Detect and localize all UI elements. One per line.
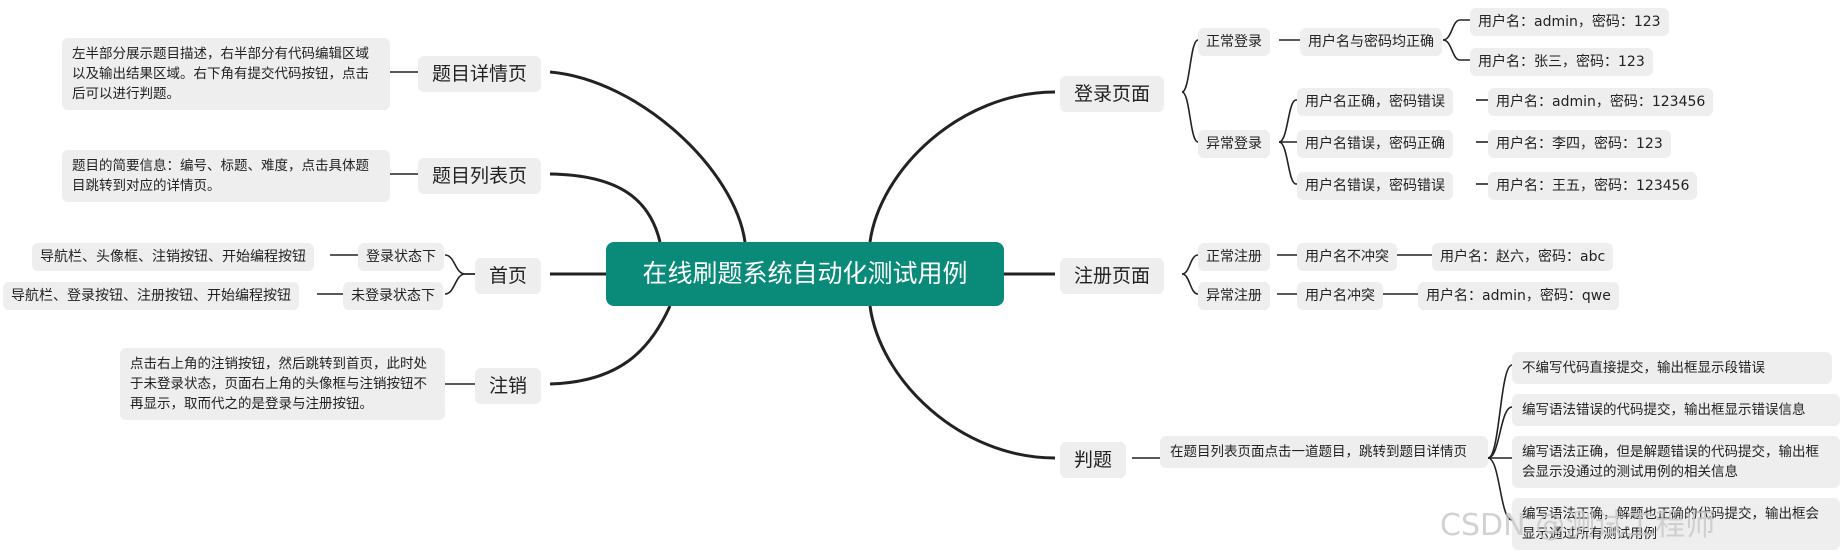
node-login-abnormal-case-3[interactable]: 用户名错误，密码错误 xyxy=(1297,172,1453,200)
root-node[interactable]: 在线刷题系统自动化测试用例 xyxy=(606,242,1004,306)
node-register-abnormal[interactable]: 异常注册 xyxy=(1198,282,1270,310)
node-list-page[interactable]: 题目列表页 xyxy=(418,158,542,194)
node-register-normal[interactable]: 正常注册 xyxy=(1198,243,1270,271)
edge-root-logout xyxy=(549,305,672,386)
node-judge-leaf-4: 编写语法正确，解题也正确的代码提交，输出框会显示通过所有测试用例 xyxy=(1512,498,1840,550)
node-register-abnormal-case[interactable]: 用户名冲突 xyxy=(1297,282,1383,310)
node-register-normal-case[interactable]: 用户名不冲突 xyxy=(1297,243,1397,271)
node-home-page[interactable]: 首页 xyxy=(475,258,542,294)
node-login-abnormal-case-2[interactable]: 用户名错误，密码正确 xyxy=(1297,130,1453,158)
node-list-desc: 题目的简要信息：编号、标题、难度，点击具体题目跳转到对应的详情页。 xyxy=(62,150,390,202)
node-judge-leaf-1: 不编写代码直接提交，输出框显示段错误 xyxy=(1512,352,1832,384)
node-login-normal-leaf-2: 用户名：张三，密码：123 xyxy=(1470,48,1653,76)
node-detail-desc: 左半部分展示题目描述，右半部分有代码编辑区域以及输出结果区域。右下角有提交代码按… xyxy=(62,38,390,110)
edge-root-judge xyxy=(868,305,1056,460)
node-login-normal[interactable]: 正常登录 xyxy=(1198,28,1270,56)
node-login-abnormal-leaf-2: 用户名：李四，密码：123 xyxy=(1488,130,1671,158)
node-home-logged-out-detail: 导航栏、登录按钮、注册按钮、开始编程按钮 xyxy=(3,282,299,310)
node-judge-leaf-2: 编写语法错误的代码提交，输出框显示错误信息 xyxy=(1512,394,1840,426)
node-register-normal-leaf: 用户名：赵六，密码：abc xyxy=(1432,243,1614,271)
node-home-logged-out[interactable]: 未登录状态下 xyxy=(343,282,443,310)
edge-root-list xyxy=(549,172,662,243)
node-login-abnormal-leaf-1: 用户名：admin，密码：123456 xyxy=(1488,88,1714,116)
node-home-logged-in-detail: 导航栏、头像框、注销按钮、开始编程按钮 xyxy=(32,243,314,271)
node-register-abnormal-leaf: 用户名：admin，密码：qwe xyxy=(1418,282,1619,310)
node-judge-desc: 在题目列表页面点击一道题目，跳转到题目详情页 xyxy=(1160,436,1488,468)
node-register-page[interactable]: 注册页面 xyxy=(1060,258,1165,294)
node-home-logged-in[interactable]: 登录状态下 xyxy=(358,243,444,271)
node-logout[interactable]: 注销 xyxy=(475,368,542,404)
node-judge[interactable]: 判题 xyxy=(1060,442,1127,478)
node-login-abnormal-leaf-3: 用户名：王五，密码：123456 xyxy=(1488,172,1698,200)
node-judge-leaf-3: 编写语法正确，但是解题错误的代码提交，输出框会显示没通过的测试用例的相关信息 xyxy=(1512,436,1840,488)
node-login-abnormal[interactable]: 异常登录 xyxy=(1198,130,1270,158)
node-logout-desc: 点击右上角的注销按钮，然后跳转到首页，此时处于未登录状态，页面右上角的头像框与注… xyxy=(120,348,445,420)
node-login-normal-case[interactable]: 用户名与密码均正确 xyxy=(1300,28,1442,56)
edge-root-login xyxy=(868,90,1056,243)
node-detail-page[interactable]: 题目详情页 xyxy=(418,56,542,92)
node-login-normal-leaf-1: 用户名：admin，密码：123 xyxy=(1470,8,1669,36)
node-login-abnormal-case-1[interactable]: 用户名正确，密码错误 xyxy=(1297,88,1453,116)
node-login-page[interactable]: 登录页面 xyxy=(1060,76,1165,112)
watermark: CSDN @测试工程师 xyxy=(1440,508,1716,543)
edge-root-detail xyxy=(549,70,747,243)
